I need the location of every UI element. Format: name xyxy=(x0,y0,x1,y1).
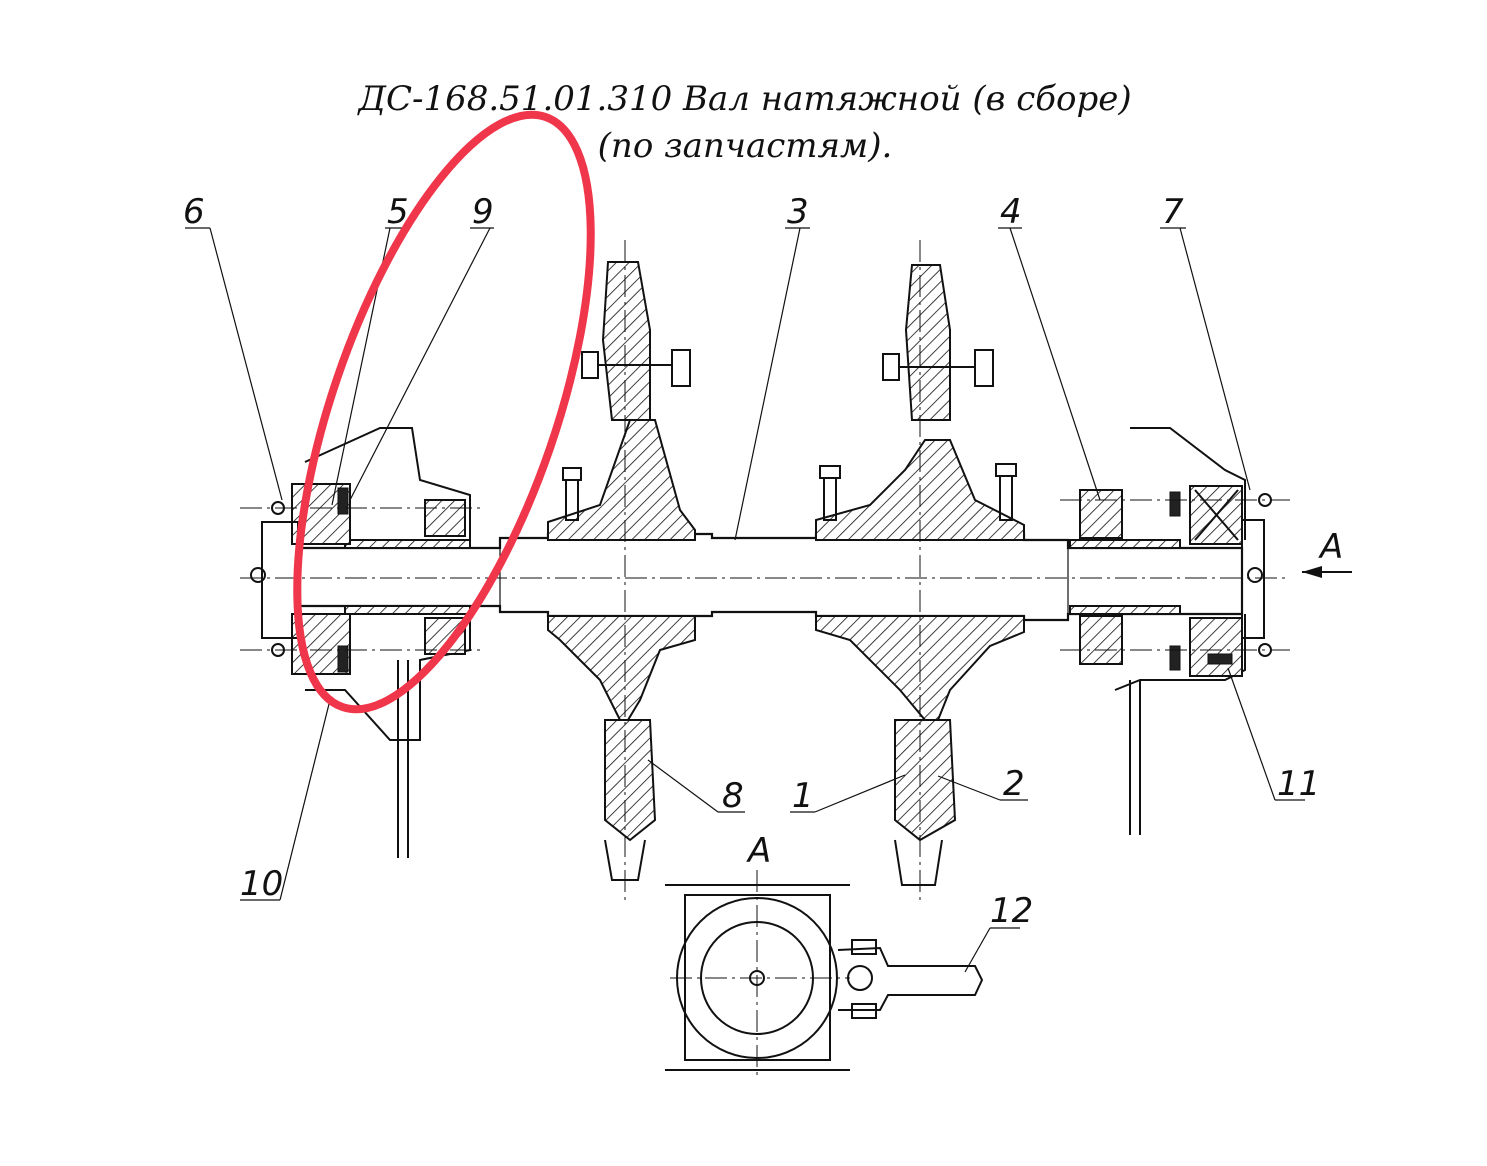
callout-12: 12 xyxy=(990,891,1033,931)
arrow-label: A xyxy=(1318,527,1343,567)
callout-9: 9 xyxy=(472,192,494,232)
callout-3: 3 xyxy=(787,192,809,232)
highlight-ellipse xyxy=(293,110,595,714)
callout-4: 4 xyxy=(1000,192,1022,232)
callout-1: 1 xyxy=(792,776,814,816)
left-sprocket xyxy=(547,240,696,900)
callout-leaders xyxy=(185,227,1305,973)
shaft xyxy=(240,532,1290,622)
callout-5: 5 xyxy=(387,192,409,232)
drawing-title-line1: ДС-168.51.01.310 Вал натяжной (в сборе) xyxy=(356,79,1131,119)
callout-10: 10 xyxy=(240,864,283,904)
callout-8: 8 xyxy=(722,776,744,816)
left-bearing-housing xyxy=(240,427,480,858)
right-sprocket xyxy=(815,240,1025,900)
callout-labels: 6 5 9 3 4 7 8 1 2 11 10 12 xyxy=(183,192,1320,931)
right-bearing-housing xyxy=(1060,427,1290,835)
view-direction-arrow: A xyxy=(1302,527,1352,578)
view-a-detail: A xyxy=(665,831,984,1080)
callout-7: 7 xyxy=(1162,192,1184,232)
callout-2: 2 xyxy=(1003,764,1025,804)
view-a-label: A xyxy=(746,831,771,871)
callout-6: 6 xyxy=(183,192,205,232)
drawing-title-line2: (по запчастям). xyxy=(598,126,893,166)
callout-11: 11 xyxy=(1277,764,1320,804)
